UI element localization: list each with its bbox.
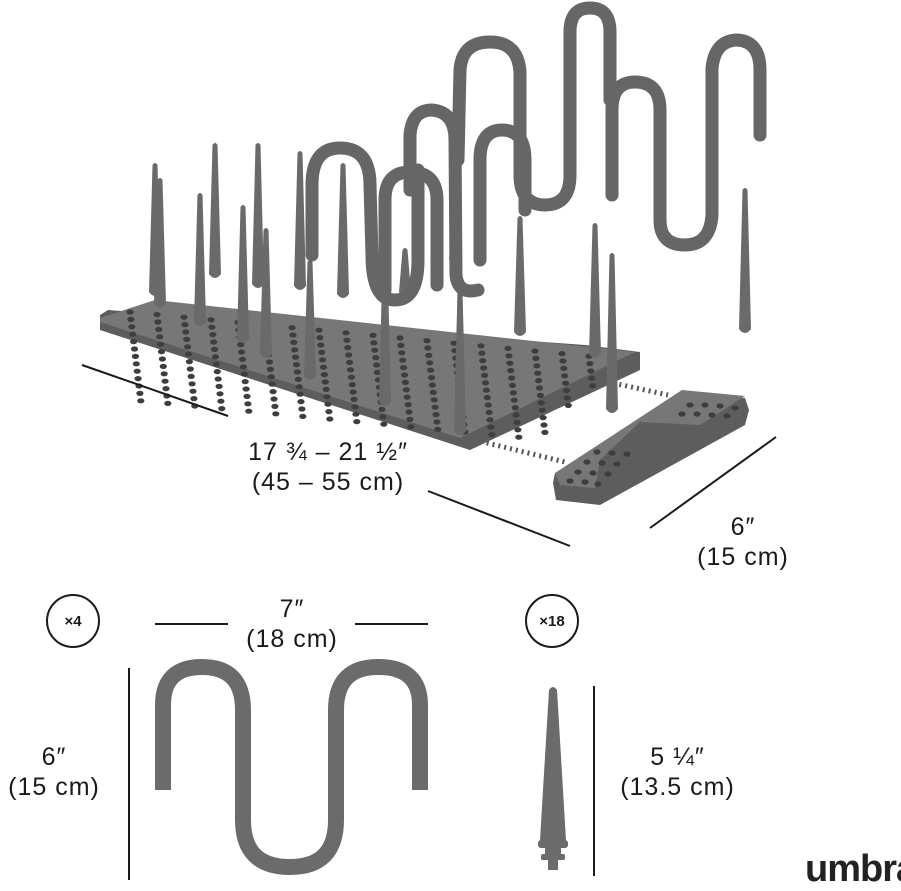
divider-count-badge: ×4: [46, 594, 100, 648]
peg-count-badge: ×18: [525, 594, 579, 648]
peg-height-label: 5 ¼″ (13.5 cm): [610, 742, 745, 802]
rack-peg: [154, 178, 166, 308]
rack-peg: [514, 216, 526, 336]
peg-part: [538, 686, 595, 876]
rack-divider-6: [605, 33, 767, 252]
divider-width-cm: (18 cm): [246, 625, 338, 653]
divider-width-in: 7″: [279, 595, 305, 623]
rack-peg: [304, 260, 316, 380]
rack-length-cm: (45 – 55 cm): [251, 468, 405, 496]
divider-width-label: 7″ (18 cm): [228, 594, 356, 654]
peg: [538, 687, 568, 870]
divider-part: [128, 623, 428, 880]
divider-height-label: 6″ (15 cm): [0, 742, 108, 802]
rack-divider-5: [473, 123, 532, 267]
rack-peg: [260, 228, 272, 358]
peg-height-cm: (13.5 cm): [620, 773, 735, 801]
rack-pegs: [149, 143, 751, 435]
rack-peg: [237, 205, 249, 343]
rack-divider-3: [403, 103, 485, 298]
extension-plate-holes: [566, 402, 739, 487]
rack-dimension-lines: [81, 364, 777, 547]
rack-depth-cm: (15 cm): [697, 543, 789, 571]
rack-dividers: [305, 1, 767, 307]
rack-depth-in: 6″: [730, 513, 756, 541]
rack-peg: [252, 143, 264, 288]
rack-peg: [606, 253, 618, 413]
rack-peg: [194, 193, 206, 326]
rack-divider-4: [451, 1, 617, 212]
rack-peg: [294, 151, 306, 290]
rack-peg: [589, 223, 601, 358]
peg-height-in: 5 ¼″: [650, 743, 705, 771]
divider-wave: [155, 658, 428, 876]
divider-height-in: 6″: [41, 743, 67, 771]
assembled-rack: [100, 1, 767, 505]
divider-height-cm: (15 cm): [8, 773, 100, 801]
rack-length-in: 17 ¾ – 21 ½″: [248, 438, 408, 466]
rack-peg: [739, 188, 751, 333]
rack-peg: [454, 288, 466, 435]
brand-logo: umbra: [805, 848, 901, 890]
divider-count: ×4: [64, 612, 82, 630]
rack-divider-1: [305, 141, 425, 307]
base-board: [100, 300, 640, 450]
rack-depth-label: 6″ (15 cm): [683, 512, 803, 572]
rack-length-label: 17 ¾ – 21 ½″ (45 – 55 cm): [228, 437, 428, 497]
rack-peg: [337, 163, 349, 298]
peg-count: ×18: [539, 612, 565, 630]
rack-peg: [209, 143, 221, 278]
